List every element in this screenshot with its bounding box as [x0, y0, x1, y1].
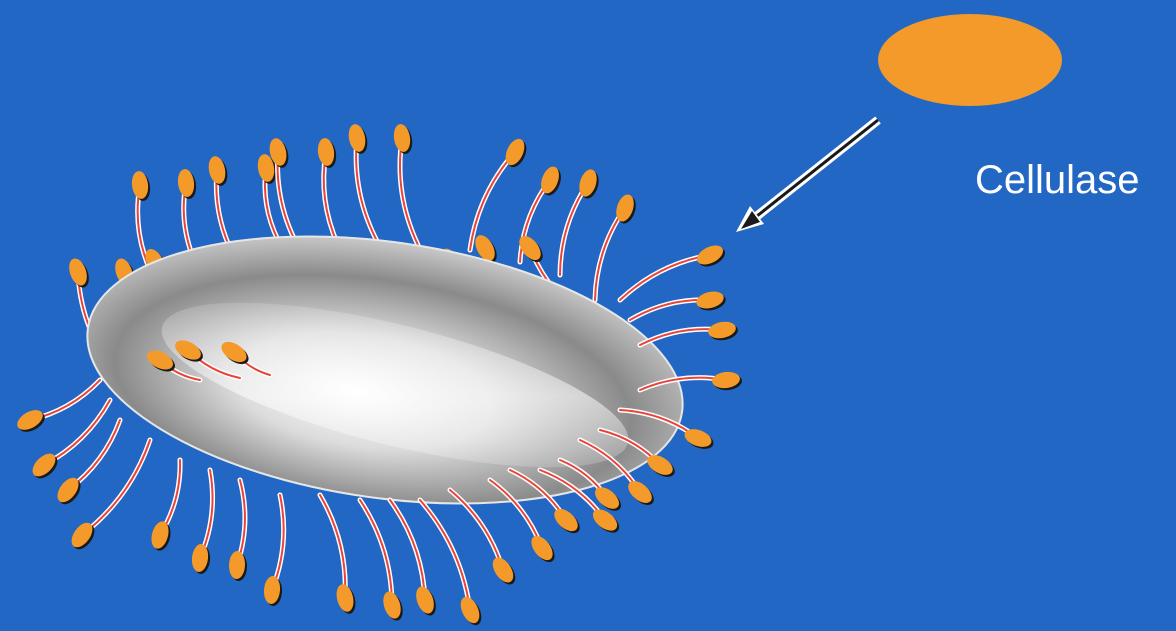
cellulase-enzyme-icon: [878, 14, 1062, 106]
cellulase-label: Cellulase: [975, 158, 1140, 202]
